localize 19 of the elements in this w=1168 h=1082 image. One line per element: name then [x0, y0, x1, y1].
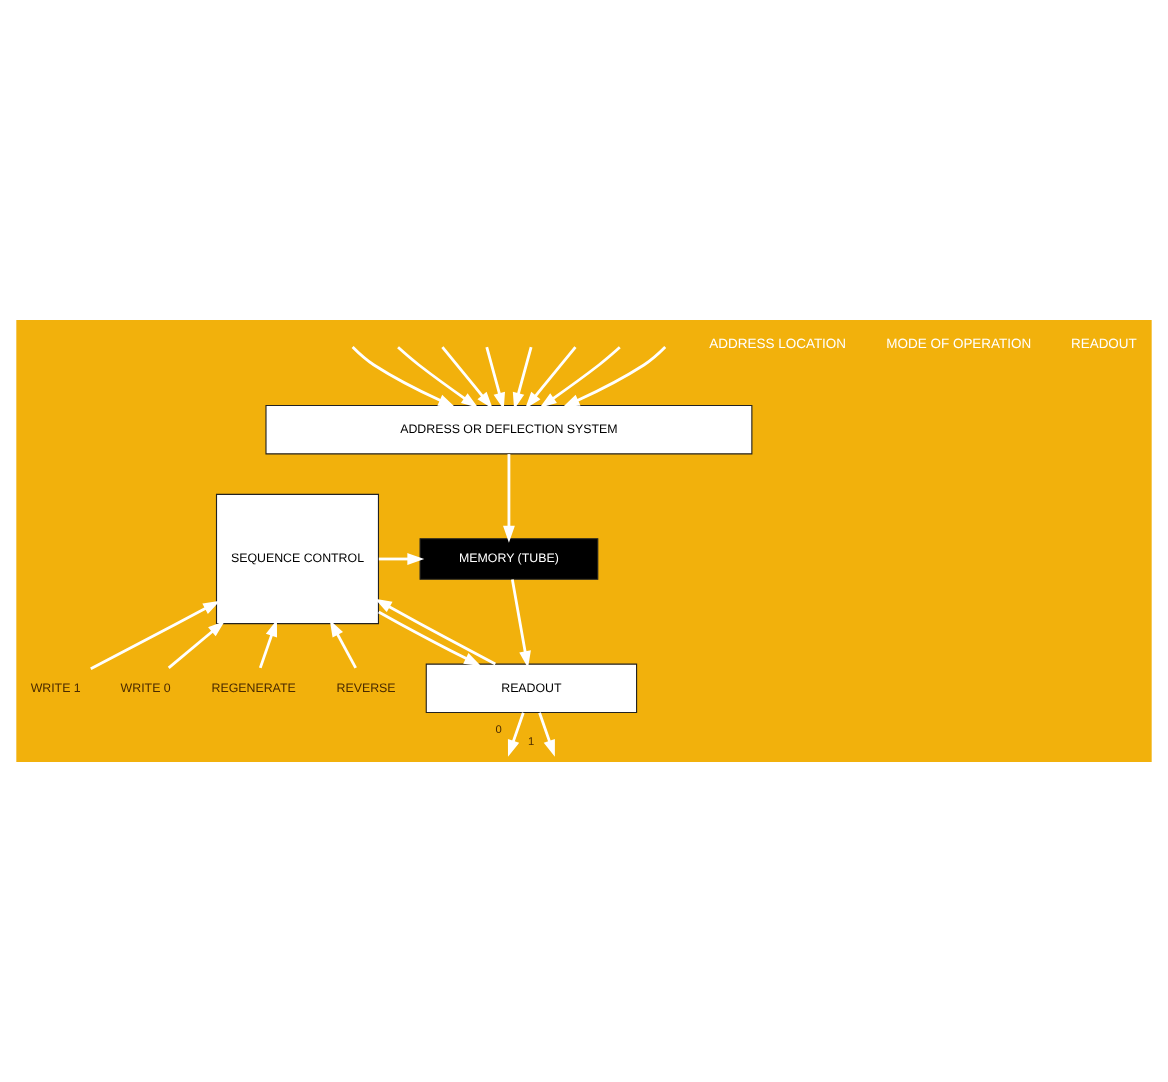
arrow [167, 620, 225, 669]
arrow [538, 712, 555, 757]
arrow [378, 553, 425, 565]
arrow [539, 346, 621, 408]
arrow [503, 454, 515, 543]
arrow [562, 346, 667, 408]
arrow [485, 346, 505, 410]
arrow [507, 712, 525, 757]
arrow [258, 619, 278, 669]
arrow [441, 346, 493, 409]
arrow [90, 600, 221, 670]
arrow [351, 346, 456, 408]
arrow [378, 610, 481, 666]
arrow [525, 346, 577, 409]
arrow [512, 346, 533, 410]
arrow [374, 598, 496, 666]
arrow [329, 619, 357, 669]
arrow [510, 579, 531, 669]
arrow [397, 346, 479, 408]
